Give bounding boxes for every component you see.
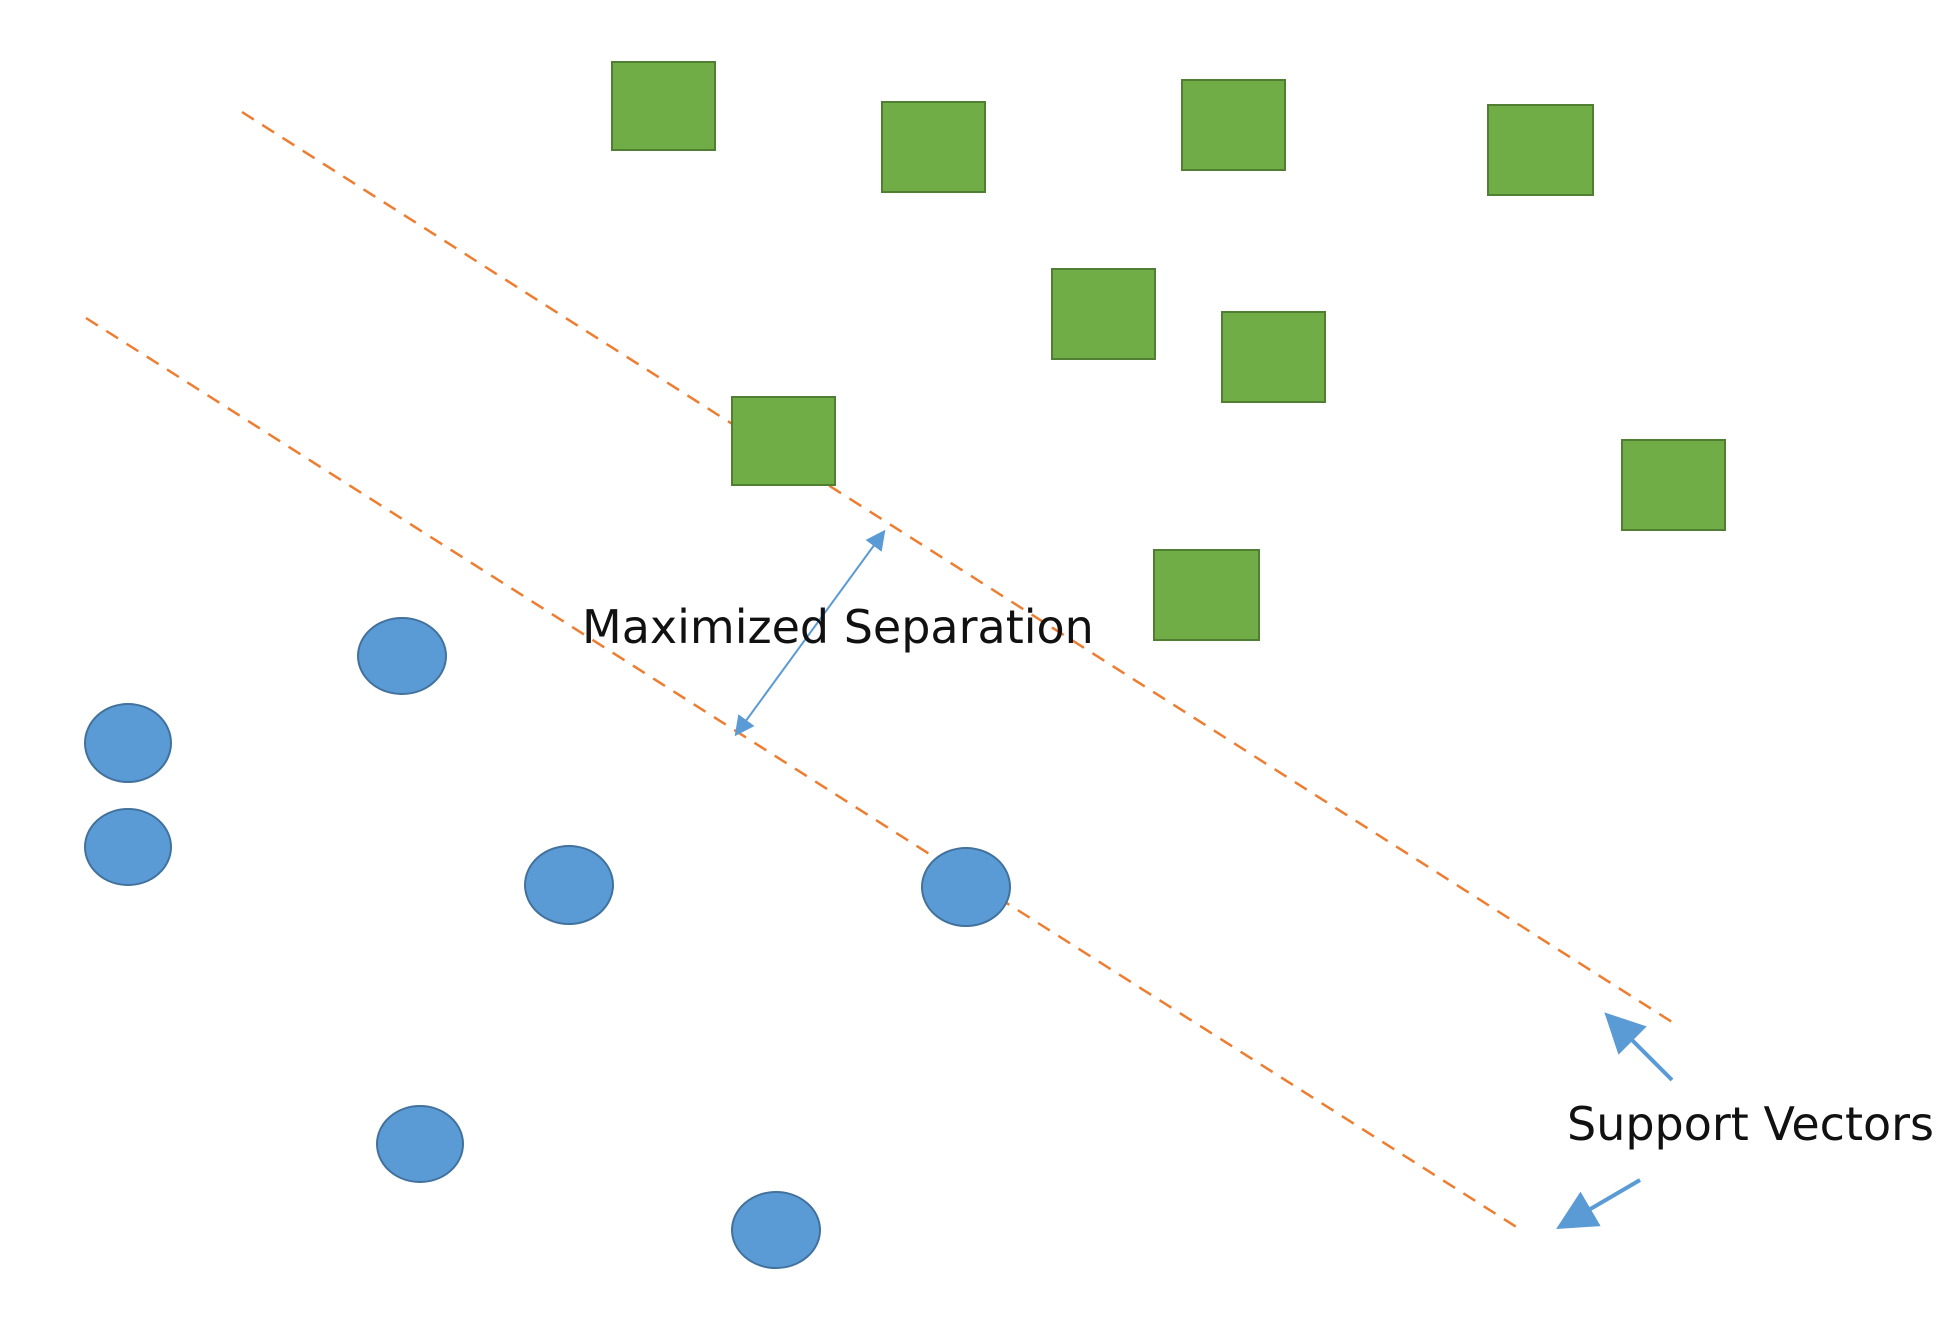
square-point [731,396,836,486]
margin-label: Maximized Separation [582,600,1094,654]
circle-point [84,808,172,886]
square-point [1181,79,1286,171]
square-point [1051,268,1156,360]
square-point [1153,549,1260,641]
square-point [611,61,716,151]
circle-point [357,617,447,695]
circle-point [84,703,172,783]
upper-margin-boundary [241,110,1673,1024]
square-point [1621,439,1726,531]
lower-margin-boundary [85,316,1519,1230]
support-vector-arrow-upper [1604,1012,1674,1082]
circle-point [524,845,614,925]
margin-width-arrow [734,529,886,737]
circle-point [731,1191,821,1269]
square-class-group [611,61,1726,641]
circle-point [376,1105,464,1183]
circle-class-group [84,617,1011,1269]
square-point [881,101,986,193]
circle-point [921,847,1011,927]
square-point [1221,311,1326,403]
square-point [1487,104,1594,196]
support-vector-arrow-lower [1556,1178,1642,1230]
support-vectors-label: Support Vectors [1567,1097,1934,1151]
